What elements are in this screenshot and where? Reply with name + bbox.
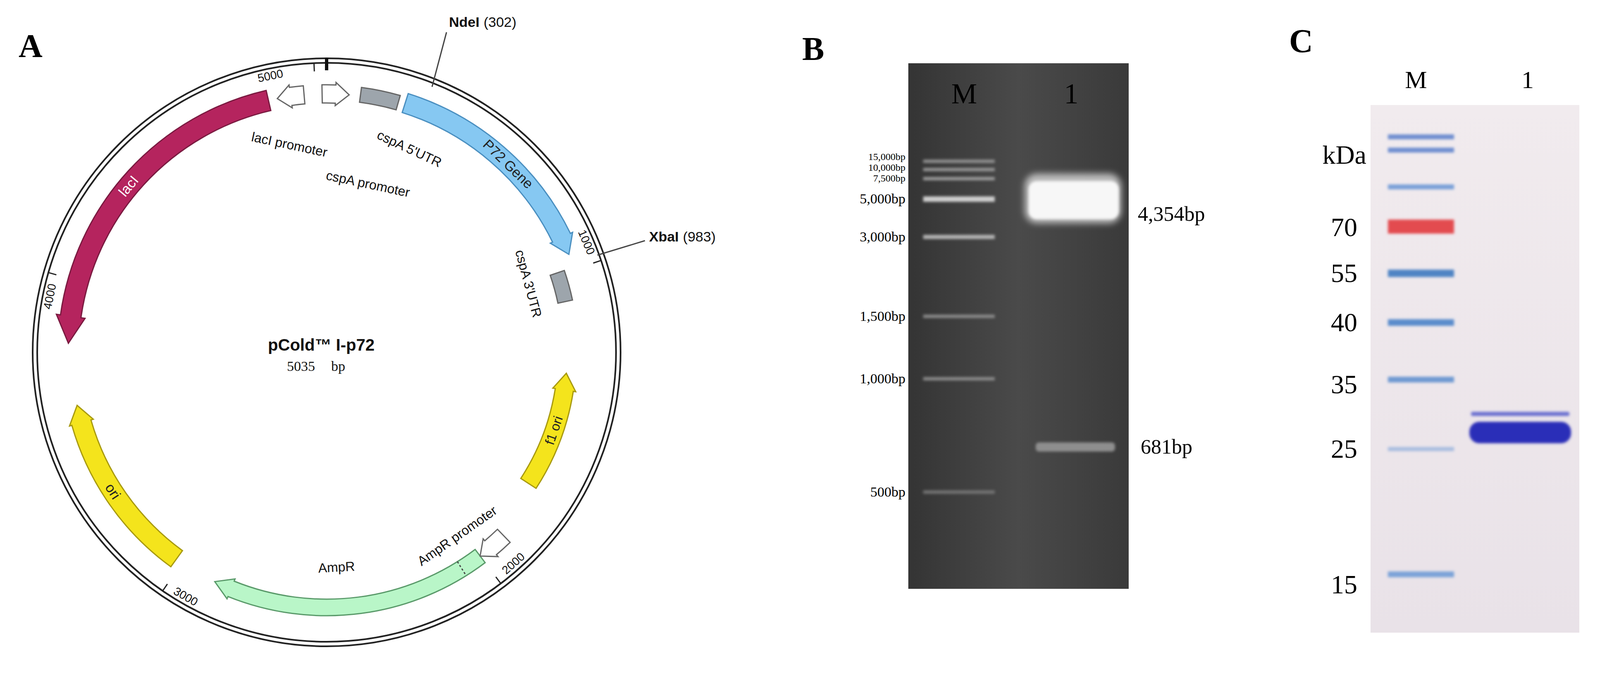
band-size: 681bp <box>1140 434 1193 459</box>
panel-letter: C <box>1289 21 1314 60</box>
position-tick <box>48 272 57 275</box>
position-number: 5000 <box>256 66 285 86</box>
size-marker: 500bp <box>870 483 906 500</box>
plasmid-inner-ring <box>37 62 617 642</box>
gene-arrow <box>402 93 573 255</box>
feature-label: cspA 5'UTR <box>374 127 445 171</box>
mw-marker: 35 <box>1330 369 1358 400</box>
panel-letter: A <box>18 26 43 65</box>
size-marker: 7,500bp <box>873 172 906 185</box>
position-tick <box>162 583 168 591</box>
plasmid-name: pCold™ I-p72 <box>267 335 375 355</box>
size-marker: 15,000bp <box>868 151 906 163</box>
sds-page-gel <box>1370 105 1580 633</box>
mw-marker: 70 <box>1330 212 1358 243</box>
agarose-gel <box>908 63 1129 589</box>
insert-band <box>1035 442 1116 452</box>
site-position: (302) <box>483 14 517 31</box>
plasmid-features <box>48 57 602 616</box>
lane-label: M <box>1404 65 1427 95</box>
vector-band <box>1028 181 1119 220</box>
mw-marker: 25 <box>1330 433 1358 465</box>
position-number: 4000 <box>41 282 60 311</box>
lane-label: 1 <box>1064 77 1079 111</box>
band-size: 4,354bp <box>1137 202 1206 227</box>
feature-label: AmpR promoter <box>414 502 500 569</box>
site-label: XbaI <box>649 228 679 245</box>
plasmid-size-unit: bp <box>331 358 346 375</box>
promoter-arrow <box>322 82 350 106</box>
utr-box <box>359 87 401 110</box>
feature-label: cspA promoter <box>324 167 411 201</box>
protein-band-faint <box>1471 411 1570 416</box>
site-label: NdeI <box>448 14 480 31</box>
plasmid-band-glow <box>1024 173 1122 224</box>
feature-label: lacI promoter <box>250 129 329 161</box>
unit-label: kDa <box>1322 139 1367 171</box>
leader-line <box>432 32 447 87</box>
size-marker: 1,000bp <box>859 370 906 387</box>
mw-marker: 55 <box>1330 257 1358 289</box>
origin-arrow <box>520 373 576 489</box>
plasmid-outer-ring <box>32 58 621 647</box>
mw-marker: 15 <box>1330 569 1358 600</box>
position-tick <box>313 63 316 72</box>
size-marker: 5,000bp <box>859 190 906 207</box>
promoter-arrow <box>480 529 511 557</box>
lane-label: 1 <box>1521 65 1534 95</box>
panel-letter: B <box>802 29 824 68</box>
ladder-bands <box>1387 134 1455 578</box>
plasmid-size: 5035 <box>286 358 316 375</box>
site-position: (983) <box>682 228 716 245</box>
marker-bands <box>923 159 995 494</box>
size-marker: 10,000bp <box>868 162 906 174</box>
promoter-boundary <box>457 561 466 576</box>
position-tick <box>495 576 501 584</box>
size-marker: 3,000bp <box>859 228 906 245</box>
laci-arrow <box>56 90 271 344</box>
lane-label: M <box>951 77 977 111</box>
origin-arrow <box>69 405 183 567</box>
mw-marker: 40 <box>1330 307 1358 338</box>
origin-tick <box>324 57 329 71</box>
utr-box <box>550 270 573 304</box>
leader-line <box>597 240 645 256</box>
promoter-arrow <box>277 84 306 108</box>
feature-label: AmpR <box>317 558 356 576</box>
protein-band <box>1469 421 1572 444</box>
position-tick <box>593 260 602 263</box>
size-marker: 1,500bp <box>859 308 906 325</box>
feature-label: cspA 3'UTR <box>511 248 545 320</box>
ampr-arrow <box>214 549 486 616</box>
